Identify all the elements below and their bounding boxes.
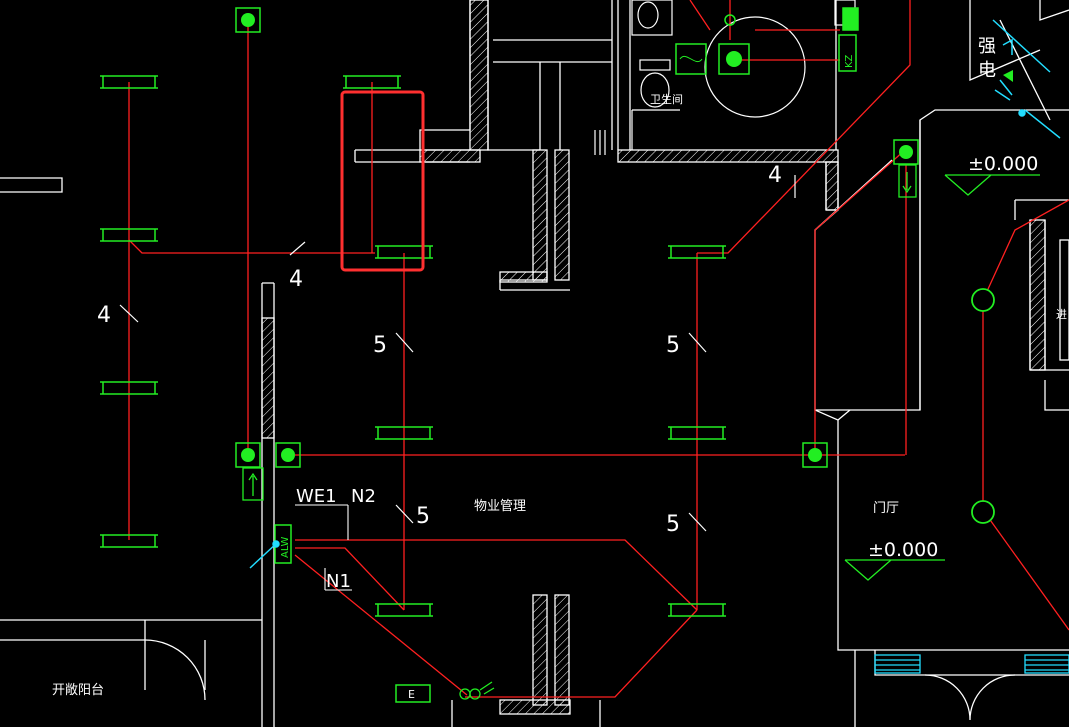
wire-ticks (119, 175, 796, 532)
room-lobby: 门厅 (873, 501, 899, 516)
fixture-right (893, 139, 919, 165)
level-top: ±0.000 (968, 153, 1038, 175)
label-we1: WE1 (296, 486, 337, 507)
fixture-mid-b (275, 442, 301, 468)
label-n1: N1 (326, 571, 351, 592)
circuit-4-right: 4 (768, 163, 782, 188)
highlight-box (340, 90, 425, 272)
circuit-4-mid: 4 (289, 267, 303, 292)
panel-alw: ALW (280, 537, 291, 558)
triangle-icon (1003, 70, 1013, 82)
bottom-bell-symbol (459, 681, 495, 700)
fixture-wc-ceiling (718, 43, 750, 75)
ceiling-fixtures (235, 7, 919, 468)
room-property-management: 物业管理 (474, 499, 526, 514)
room-balcony: 开敞阳台 (52, 682, 104, 698)
circuit-5-b: 5 (666, 333, 680, 358)
room-wc: 卫生间 (650, 92, 683, 106)
circuit-4-left: 4 (97, 303, 111, 328)
room-elec: 电 (978, 60, 996, 81)
wc-fixtures (594, 0, 856, 155)
fixture-wc-fan (675, 43, 707, 75)
circuit-5-c: 5 (416, 504, 430, 529)
panel-e: E (408, 688, 415, 701)
circuit-5-a: 5 (373, 333, 387, 358)
circuit-5-d: 5 (666, 512, 680, 537)
direction-arrows (242, 164, 917, 501)
light-fixtures (100, 75, 726, 617)
round-fixtures (971, 288, 995, 524)
cyan-accents (249, 19, 1061, 569)
fixture-wc-top (724, 14, 736, 26)
panel-kz: KZ (844, 54, 855, 68)
wiring (128, 0, 1069, 698)
room-weak: 强 (978, 36, 996, 57)
elevation-markers (844, 174, 1040, 581)
level-bottom: ±0.000 (868, 539, 938, 561)
fixture-mid-a (235, 442, 261, 468)
fixture-mid-right (802, 442, 828, 468)
label-n2: N2 (351, 486, 376, 507)
panels (274, 7, 859, 703)
label-lines (295, 504, 352, 591)
fixture-top-left (235, 7, 261, 33)
room-right-edge: 进 (1056, 308, 1067, 321)
